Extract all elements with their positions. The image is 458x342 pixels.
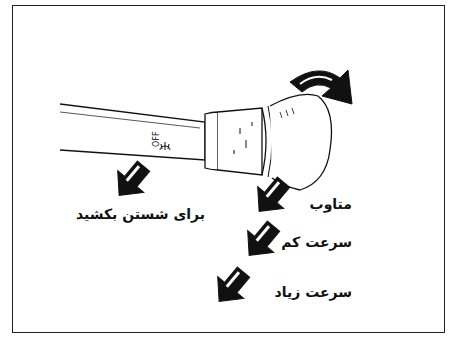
rotate-arrow [290,70,352,104]
knob-marks [280,108,294,118]
intermittent-arrow [246,171,296,222]
frame [13,6,445,333]
off-mark: OFF [152,132,162,148]
collar [205,112,218,170]
pull-arrow [106,155,156,206]
end-knob [270,94,332,190]
high-speed-arrow [206,261,256,312]
high-speed-label: سرعت زیاد [275,284,353,301]
shaft-line [60,112,200,128]
ring-marks [234,122,252,154]
low-speed-arrow [236,215,286,266]
wash-label: برای شستن بکشید [76,206,205,223]
low-speed-label: سرعت کم [281,234,352,251]
lever-shaft [60,104,205,160]
rotary-ring [218,108,262,175]
intermittent-label: متاوب [310,196,352,213]
washer-symbol [160,142,170,150]
